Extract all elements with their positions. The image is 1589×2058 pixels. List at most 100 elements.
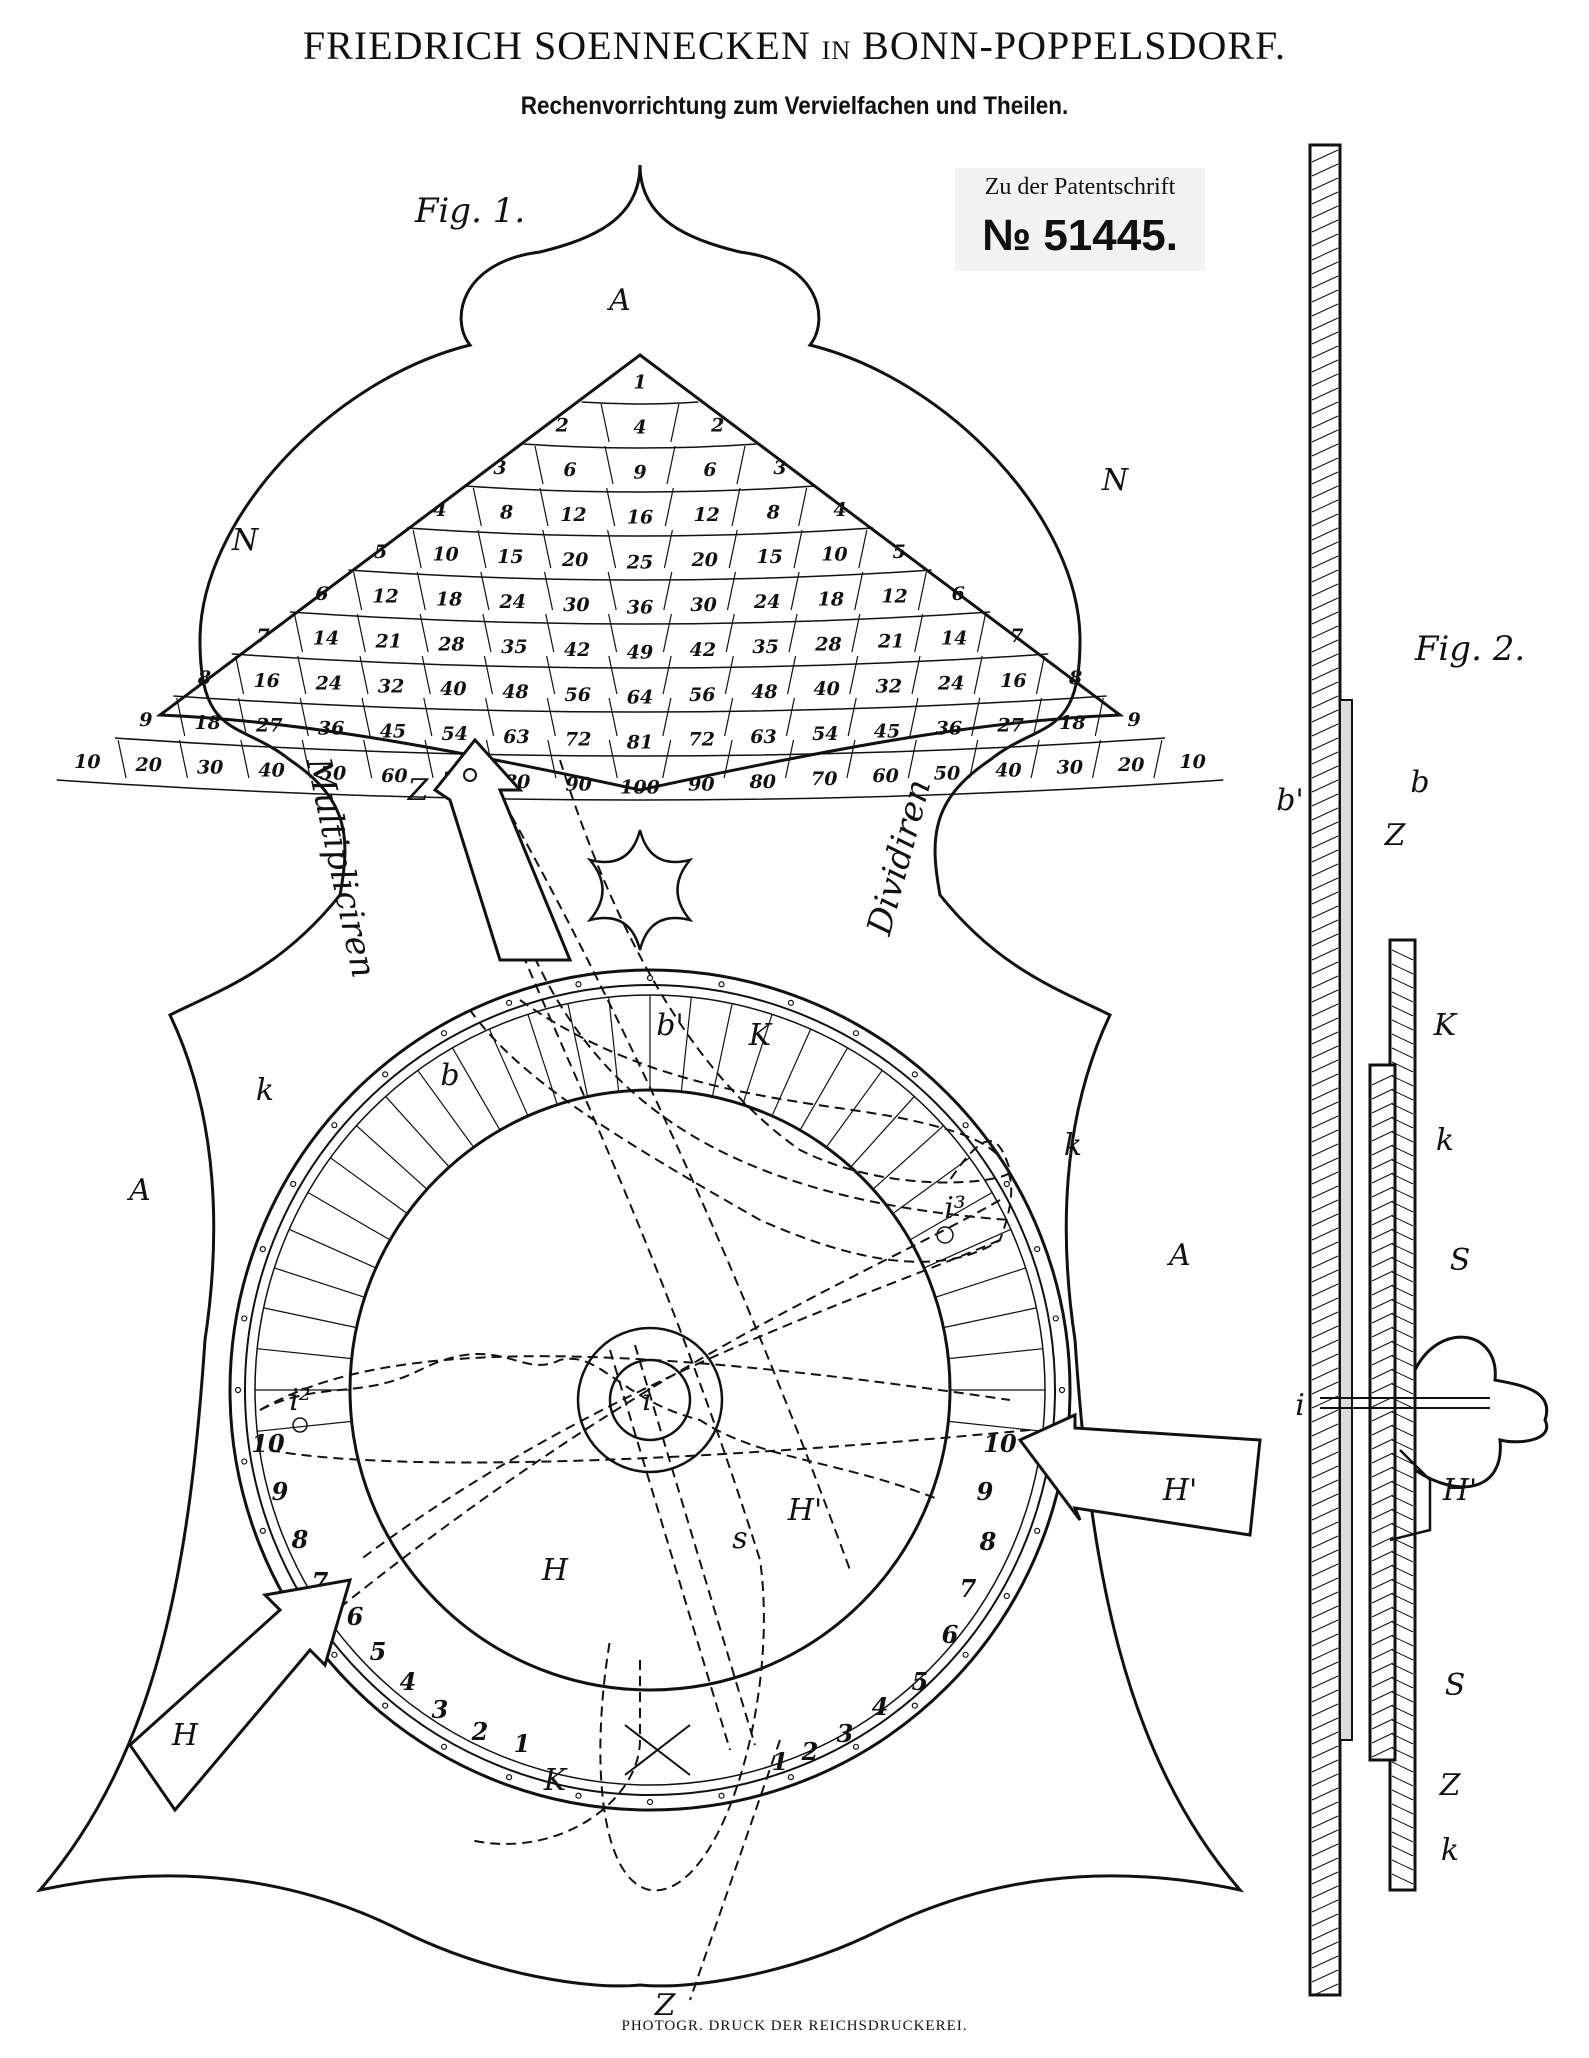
ring-rivet	[290, 1180, 297, 1188]
table-cell: 12	[560, 504, 586, 526]
fig2-knob	[1413, 1335, 1549, 1489]
table-cell-divider	[608, 655, 618, 695]
fig2-label-Z-top: Z	[1384, 818, 1407, 853]
table-cell: 36	[936, 717, 962, 739]
hatch-line	[1311, 1437, 1339, 1451]
table-cell-divider	[786, 655, 797, 695]
hatch-line	[1391, 1187, 1414, 1199]
hatch-line	[1371, 1354, 1394, 1366]
hatch-line	[1371, 1746, 1394, 1758]
table-cell: 54	[441, 723, 467, 745]
table-cell: 54	[812, 723, 838, 745]
hatch-line	[1371, 1690, 1394, 1702]
table-cell: 9	[1128, 709, 1141, 731]
hatch-line	[1391, 1845, 1414, 1857]
hatch-line	[1371, 1186, 1394, 1198]
dial-tick	[257, 1348, 352, 1360]
table-cell: 60	[872, 765, 898, 787]
table-cell: 18	[1059, 712, 1085, 734]
hatch-line	[1311, 163, 1339, 177]
hatch-line	[1311, 1885, 1339, 1899]
dial-ticks	[234, 974, 1066, 1806]
hatch-line	[1311, 807, 1339, 821]
hatch-line	[1371, 1312, 1394, 1324]
hatch-line	[1311, 1815, 1339, 1829]
table-cell: 3	[493, 457, 506, 479]
hatch-line	[1311, 1451, 1339, 1465]
hatch-line	[1311, 1745, 1339, 1759]
hatch-line	[1391, 1103, 1414, 1115]
ring-rivet	[852, 1743, 860, 1750]
hatch-line	[1311, 597, 1339, 611]
table-cell: 6	[315, 583, 328, 605]
dial-right-number: 3	[837, 1719, 854, 1748]
hatch-line	[1311, 793, 1339, 807]
ring-rivet	[787, 999, 795, 1006]
fig2-handle-H-prime	[1389, 1449, 1432, 1542]
pointer-pivot	[463, 768, 477, 782]
hatch-line	[1371, 1270, 1394, 1282]
table-cell: 8	[197, 667, 211, 689]
hatch-line	[1311, 331, 1339, 345]
center-mark-x	[624, 1724, 691, 1776]
hatch-line	[1391, 1383, 1414, 1395]
dial-tick	[943, 1307, 1037, 1329]
table-row-line	[348, 569, 932, 581]
hatch-line	[1391, 1775, 1414, 1787]
hub-outer	[576, 1326, 724, 1474]
table-cell-divider	[607, 571, 617, 611]
hatch-line	[1311, 1353, 1339, 1367]
hatch-line	[1391, 1691, 1414, 1703]
hatch-line	[1311, 695, 1339, 709]
table-cell: 16	[627, 507, 653, 529]
hatch-line	[1311, 1983, 1339, 1997]
table-cell: 1	[633, 372, 646, 394]
hatch-line	[1391, 1243, 1414, 1255]
hatch-line	[1391, 1565, 1414, 1577]
table-cell: 90	[565, 774, 591, 796]
ring-rivet	[1034, 1527, 1041, 1535]
dial-tick	[567, 1003, 589, 1097]
hatch-line	[1391, 991, 1414, 1003]
hatch-line	[1311, 723, 1339, 737]
hatch-line	[1391, 1579, 1414, 1591]
hatch-line	[1311, 1689, 1339, 1703]
table-cell: 10	[1179, 751, 1205, 773]
hatch-line	[1311, 1031, 1339, 1045]
label-b-prime: b'	[656, 1008, 683, 1043]
dial-right-number: 1	[772, 1747, 789, 1776]
fig2-label-S-bottom: S	[1445, 1668, 1466, 1703]
table-row-line	[56, 779, 1224, 801]
hatch-line	[1371, 1256, 1394, 1268]
table-cell: 9	[139, 709, 152, 731]
ring-rivet	[718, 981, 725, 988]
table-cell: 18	[194, 712, 220, 734]
table-cell: 7	[256, 625, 269, 647]
hatch-line	[1311, 1255, 1339, 1269]
hatch-line	[1391, 1299, 1414, 1311]
hatch-line	[1311, 177, 1339, 191]
ring-rivet	[911, 1071, 918, 1078]
dial-right-number: 9	[977, 1477, 994, 1506]
hatch-line	[1391, 1355, 1414, 1367]
hatch-line	[1371, 1522, 1394, 1534]
hatch-line	[1371, 1424, 1394, 1436]
hatch-line	[1311, 401, 1339, 415]
footer-printer: PHOTOGR. DRUCK DER REICHSDRUCKEREI.	[621, 2018, 968, 2034]
fig2-base-hatching	[1311, 149, 1339, 1997]
table-cell-divider	[363, 739, 373, 779]
hatch-line	[1311, 1157, 1339, 1171]
hatch-line	[1391, 1733, 1414, 1745]
hatch-line	[1311, 877, 1339, 891]
table-cell-divider	[234, 655, 245, 695]
hatch-line	[1371, 1326, 1394, 1338]
hatch-line	[1311, 849, 1339, 863]
table-cell: 40	[813, 678, 839, 700]
hatch-line	[1391, 1761, 1414, 1773]
hatch-line	[1311, 1535, 1339, 1549]
hatch-line	[1371, 1466, 1394, 1478]
table-cell: 56	[689, 684, 715, 706]
table-cell-divider	[301, 739, 311, 779]
table-cell: 50	[320, 762, 346, 784]
table-row-line	[114, 737, 1166, 757]
